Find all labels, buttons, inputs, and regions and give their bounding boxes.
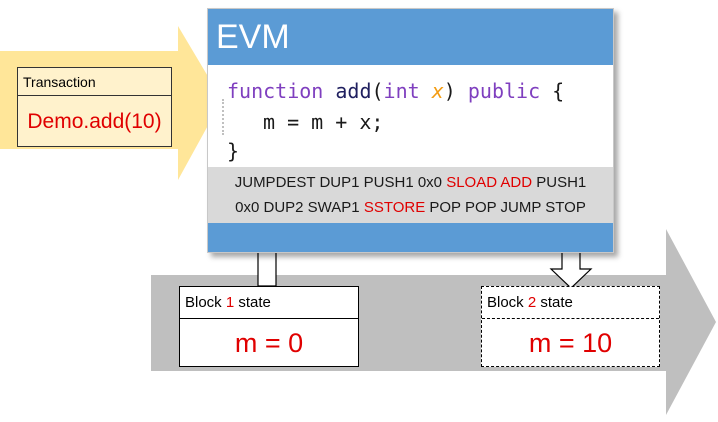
state-label: Block 2 state xyxy=(482,287,659,319)
code-param: x xyxy=(431,79,444,103)
opcodes: POP POP JUMP STOP xyxy=(425,199,586,216)
opcodes: JUMPDEST DUP1 PUSH1 0x0 xyxy=(234,174,447,191)
state-value: m = 0 xyxy=(234,328,304,358)
evm-box: EVM function add(int x) public { m = m +… xyxy=(207,8,614,253)
code-type: int xyxy=(383,79,420,103)
opcodes: 0x0 DUP2 SWAP1 xyxy=(235,199,364,216)
code-line-2: m = m + x; xyxy=(263,110,384,134)
code-line-3: } xyxy=(227,139,240,163)
code-function-name: add xyxy=(335,79,372,103)
code-visibility: public xyxy=(467,79,541,103)
block-number: 1 xyxy=(225,294,235,311)
opcodes-highlight: SSTORE xyxy=(363,199,426,216)
code-brace: { xyxy=(552,79,565,103)
evm-footer xyxy=(208,223,613,252)
opcodes: PUSH1 xyxy=(532,174,587,191)
transaction-call: Demo.add(10) xyxy=(27,110,162,133)
evm-title: EVM xyxy=(216,18,290,56)
evm-header: EVM xyxy=(208,9,613,65)
state-value: m = 10 xyxy=(528,328,613,358)
bytecode-line-2: 0x0 DUP2 SWAP1 SSTORE POP POP JUMP STOP xyxy=(208,195,613,220)
code-paren: ( xyxy=(371,79,384,103)
code-keyword: function xyxy=(227,79,324,103)
source-code: function add(int x) public { m = m + x; … xyxy=(208,65,613,167)
block-1-state-box: Block 1 state m = 0 xyxy=(179,286,359,367)
bytecode: JUMPDEST DUP1 PUSH1 0x0 SLOAD ADD PUSH1 … xyxy=(208,167,613,223)
block-2-state-box: Block 2 state m = 10 xyxy=(481,286,660,367)
state-label: Block 1 state xyxy=(180,287,358,319)
code-line-1: function add(int x) public { xyxy=(227,79,564,103)
code-indent-guide xyxy=(222,99,224,135)
block-number: 2 xyxy=(527,294,537,311)
transaction-box: Transaction Demo.add(10) xyxy=(17,67,172,147)
transaction-label: Transaction xyxy=(18,68,171,96)
code-paren: ) xyxy=(443,79,456,103)
bytecode-line-1: JUMPDEST DUP1 PUSH1 0x0 SLOAD ADD PUSH1 xyxy=(208,170,613,195)
opcodes-highlight: SLOAD ADD xyxy=(446,174,533,191)
